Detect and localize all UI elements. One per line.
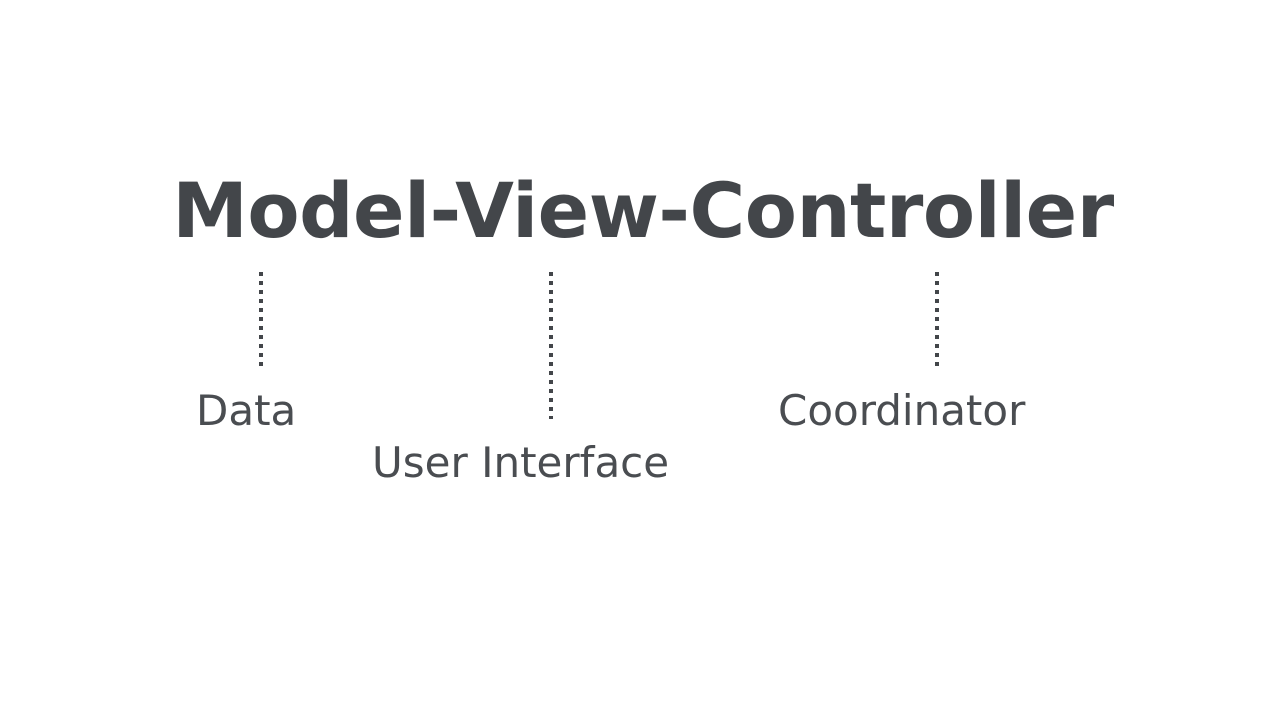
connector-dotted-line-controller bbox=[935, 272, 939, 366]
label-controller: Coordinator bbox=[778, 386, 1026, 435]
connector-dotted-line-model bbox=[259, 272, 263, 366]
page-title: Model-View-Controller bbox=[172, 166, 1114, 255]
connector-dotted-line-view bbox=[549, 272, 553, 419]
label-model: Data bbox=[196, 386, 297, 435]
label-view: User Interface bbox=[372, 438, 670, 487]
